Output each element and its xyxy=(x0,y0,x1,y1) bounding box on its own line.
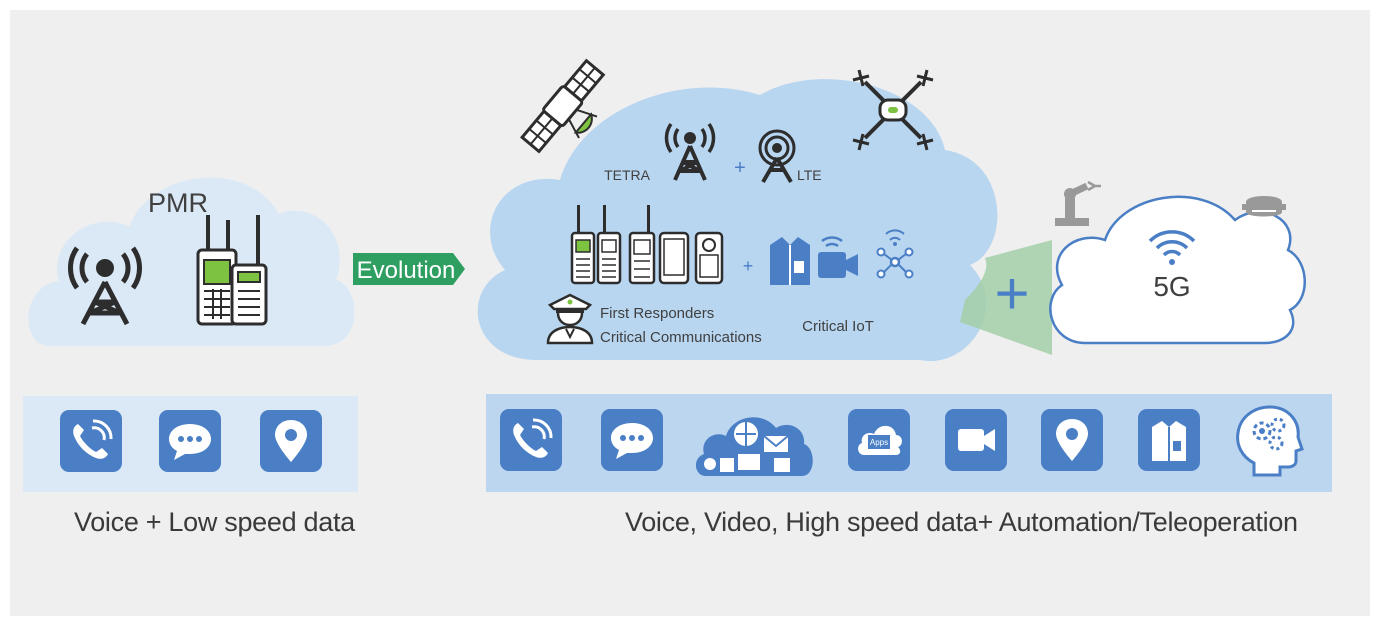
phone-wave-icon xyxy=(60,410,122,472)
lte-tower-icon xyxy=(758,129,796,184)
tetra-tower-icon xyxy=(664,122,716,181)
big-plus-sign: + xyxy=(994,260,1029,327)
vr-headset-icon xyxy=(1242,196,1286,217)
5g-cloud xyxy=(1049,195,1306,345)
two-way-radios-icon xyxy=(196,215,268,326)
multimedia-cloud-icon xyxy=(692,406,818,480)
phone-wave-icon-2 xyxy=(500,409,562,471)
location-pin-icon-2 xyxy=(1041,409,1103,471)
wifi-signal-icon xyxy=(1148,230,1196,265)
robot-arm-icon xyxy=(1055,180,1101,226)
video-camera-icon-2 xyxy=(945,409,1007,471)
video-camera-icon xyxy=(818,236,858,278)
chat-bubble-icon-2 xyxy=(601,409,663,471)
evolution-label: Evolution xyxy=(357,257,456,284)
plus-devices-iot: + xyxy=(743,256,754,276)
critical-iot-label: Critical IoT xyxy=(802,318,874,335)
tetra-label: TETRA xyxy=(604,167,651,183)
connector-wedge xyxy=(960,240,1052,355)
left-caption: Voice + Low speed data xyxy=(74,507,355,537)
drone-icon xyxy=(852,69,934,151)
location-pin-icon xyxy=(260,410,322,472)
pmr-label: PMR xyxy=(148,188,208,218)
evolution-arrow xyxy=(353,253,465,285)
devices-group-icon xyxy=(570,205,724,285)
chat-bubble-icon xyxy=(159,410,221,472)
right-caption: Voice, Video, High speed data+ Automatio… xyxy=(625,507,1298,537)
svg-text:Apps: Apps xyxy=(870,438,888,447)
head-gears-icon xyxy=(1234,403,1304,479)
lte-label: LTE xyxy=(797,167,822,183)
iot-network-icon xyxy=(876,229,914,279)
satellite-icon xyxy=(520,58,606,154)
apps-cloud-icon: Apps xyxy=(848,409,910,471)
first-responders-label: First Responders xyxy=(600,305,714,322)
uniform-vest-icon-2 xyxy=(1138,409,1200,471)
critical-comms-label: Critical Communications xyxy=(600,329,762,346)
plus-tetra-lte: + xyxy=(734,157,746,179)
center-cloud xyxy=(477,79,998,362)
police-officer-icon xyxy=(546,293,594,345)
radio-tower-icon xyxy=(68,246,142,326)
5g-label: 5G xyxy=(1153,271,1190,302)
uniform-vest-icon xyxy=(770,237,810,285)
